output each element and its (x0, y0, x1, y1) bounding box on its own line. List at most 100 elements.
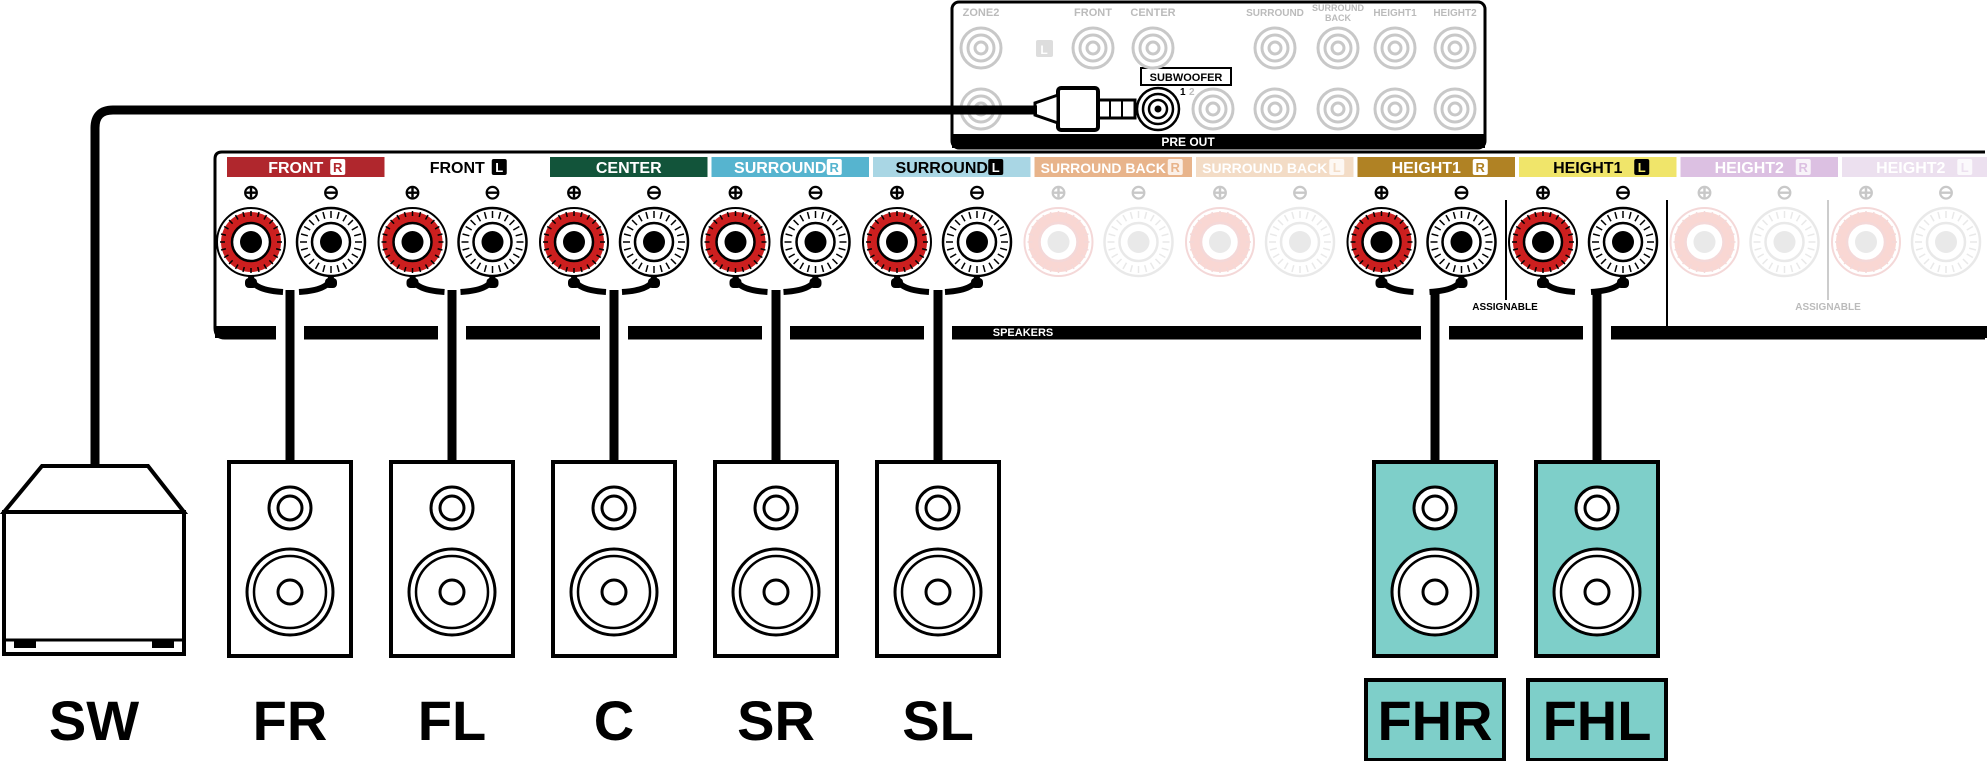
pre-out-bar (952, 134, 1485, 148)
pre-out-label-height2: HEIGHT2 (1433, 8, 1477, 19)
terminal-plus (216, 207, 286, 277)
pre-out-jack (1316, 26, 1360, 70)
pre-out-l-mark (1036, 40, 1053, 57)
rca-plug (1033, 86, 1137, 132)
terminal-minus (1264, 206, 1336, 278)
channel-surround-back-l: SURROUND BACK L ⊕ ⊖ (1185, 157, 1354, 278)
tweeter-dome (438, 494, 466, 522)
channel-header (1196, 157, 1354, 177)
speaker-fl: FL (389, 460, 515, 752)
terminal-polarity-symbol: ⊖ (807, 182, 824, 204)
channel-side-letter: L (1638, 160, 1646, 175)
tweeter-dome (1583, 494, 1611, 522)
pre-out-jack (1071, 26, 1115, 70)
terminal-polarity-symbol: ⊖ (484, 182, 501, 204)
channel-name: SURROUND BACK (1202, 160, 1327, 176)
channel-name: SURROUND (896, 160, 988, 177)
pre-out-jack (1373, 87, 1417, 131)
terminal-polarity-symbol: ⊕ (1858, 182, 1875, 204)
pre-out-l-mark-text: L (1040, 43, 1047, 57)
terminal-minus (780, 206, 851, 278)
pre-out-label-center: CENTER (1130, 7, 1175, 19)
terminal-polarity-symbol: ⊖ (1292, 182, 1309, 204)
channel-side-badge (1795, 159, 1811, 175)
terminal-polarity-symbol: ⊕ (243, 182, 260, 204)
subwoofer-cable (90, 105, 1037, 466)
tweeter-dome (762, 494, 790, 522)
terminal-minus (1749, 206, 1820, 278)
terminal-polarity-symbol: ⊕ (727, 182, 744, 204)
speaker-fr: FR (227, 460, 353, 752)
pre-out-title: PRE OUT (1161, 135, 1215, 149)
terminal-minus (457, 206, 528, 278)
pre-out-jack (1253, 87, 1297, 131)
channel-side-badge (1634, 159, 1650, 175)
terminal-polarity-symbol: ⊕ (1696, 182, 1713, 204)
woofer-dust-cap (600, 578, 628, 606)
speaker-fhl: FHL (1526, 460, 1668, 761)
speaker-wire-plus (1378, 275, 1414, 295)
speaker-wire-plus (732, 275, 768, 295)
channel-side-letter: L (1333, 160, 1341, 175)
subwoofer-jack-1 (1135, 86, 1181, 132)
assignable-label-1: ASSIGNABLE (1472, 302, 1538, 313)
tweeter-dome (1421, 494, 1449, 522)
terminal-polarity-symbol: ⊕ (1535, 182, 1552, 204)
pre-out-jack (1191, 87, 1235, 131)
speaker-label-c: C (594, 689, 634, 752)
terminal-minus (1587, 206, 1659, 278)
terminal-plus (1669, 207, 1740, 277)
speaker-fhr: FHR (1364, 460, 1506, 761)
channel-side-letter: L (1961, 160, 1969, 175)
pre-out-jack (1316, 87, 1360, 131)
channel-side-badge (1167, 159, 1183, 175)
channel-name: HEIGHT1 (1392, 160, 1461, 177)
terminal-polarity-symbol: ⊕ (566, 182, 583, 204)
terminal-minus (1426, 206, 1497, 278)
terminal-polarity-symbol: ⊕ (1212, 182, 1229, 204)
speakers-label: SPEAKERS (993, 327, 1054, 339)
subwoofer-jack-2-label: 2 (1189, 87, 1195, 98)
channel-side-letter: R (1799, 160, 1809, 175)
terminal-polarity-symbol: ⊖ (1130, 182, 1147, 204)
subwoofer-jack-1-label: 1 (1180, 87, 1186, 98)
channel-header (1842, 157, 1987, 177)
pre-out-label-front: FRONT (1074, 7, 1112, 19)
channel-side-badge (1472, 159, 1488, 175)
subwoofer-label: SUBWOOFER (1150, 72, 1223, 84)
speaker-wire-plus (248, 275, 284, 295)
pre-out-label-surround-back-2: BACK (1325, 13, 1351, 23)
speaker-label-box (1526, 678, 1668, 761)
terminal-minus (1103, 206, 1174, 278)
speaker-label-fr: FR (253, 689, 328, 752)
terminal-plus (1831, 207, 1901, 277)
channel-side-letter: R (1476, 160, 1486, 175)
speaker-wire-minus (944, 275, 980, 295)
woofer-dust-cap (1421, 578, 1449, 606)
terminal-polarity-symbol: ⊖ (323, 182, 340, 204)
channel-side-badge (330, 159, 346, 175)
channel-name: SURROUND BACK (1041, 160, 1166, 176)
pre-out-label-height1: HEIGHT1 (1373, 8, 1417, 19)
terminal-polarity-symbol: ⊕ (889, 182, 906, 204)
subwoofer-label-box (1140, 67, 1232, 86)
subwoofer-speaker: SW (0, 464, 189, 752)
tweeter-dome (924, 494, 952, 522)
speaker-wire-minus (621, 275, 657, 295)
pre-out-jack (1433, 26, 1477, 70)
terminal-minus (1910, 206, 1982, 278)
channel-name: FRONT (430, 160, 485, 177)
terminal-polarity-symbol: ⊕ (1373, 182, 1390, 204)
channel-header (550, 157, 708, 177)
speaker-wire-plus (409, 275, 445, 295)
speaker-sr: SR (713, 460, 839, 752)
speakers-bar (215, 326, 1987, 338)
terminal-polarity-symbol: ⊖ (1453, 182, 1470, 204)
assignable-label-2: ASSIGNABLE (1795, 302, 1861, 313)
pre-out-label-zone2: ZONE2 (963, 7, 1000, 19)
